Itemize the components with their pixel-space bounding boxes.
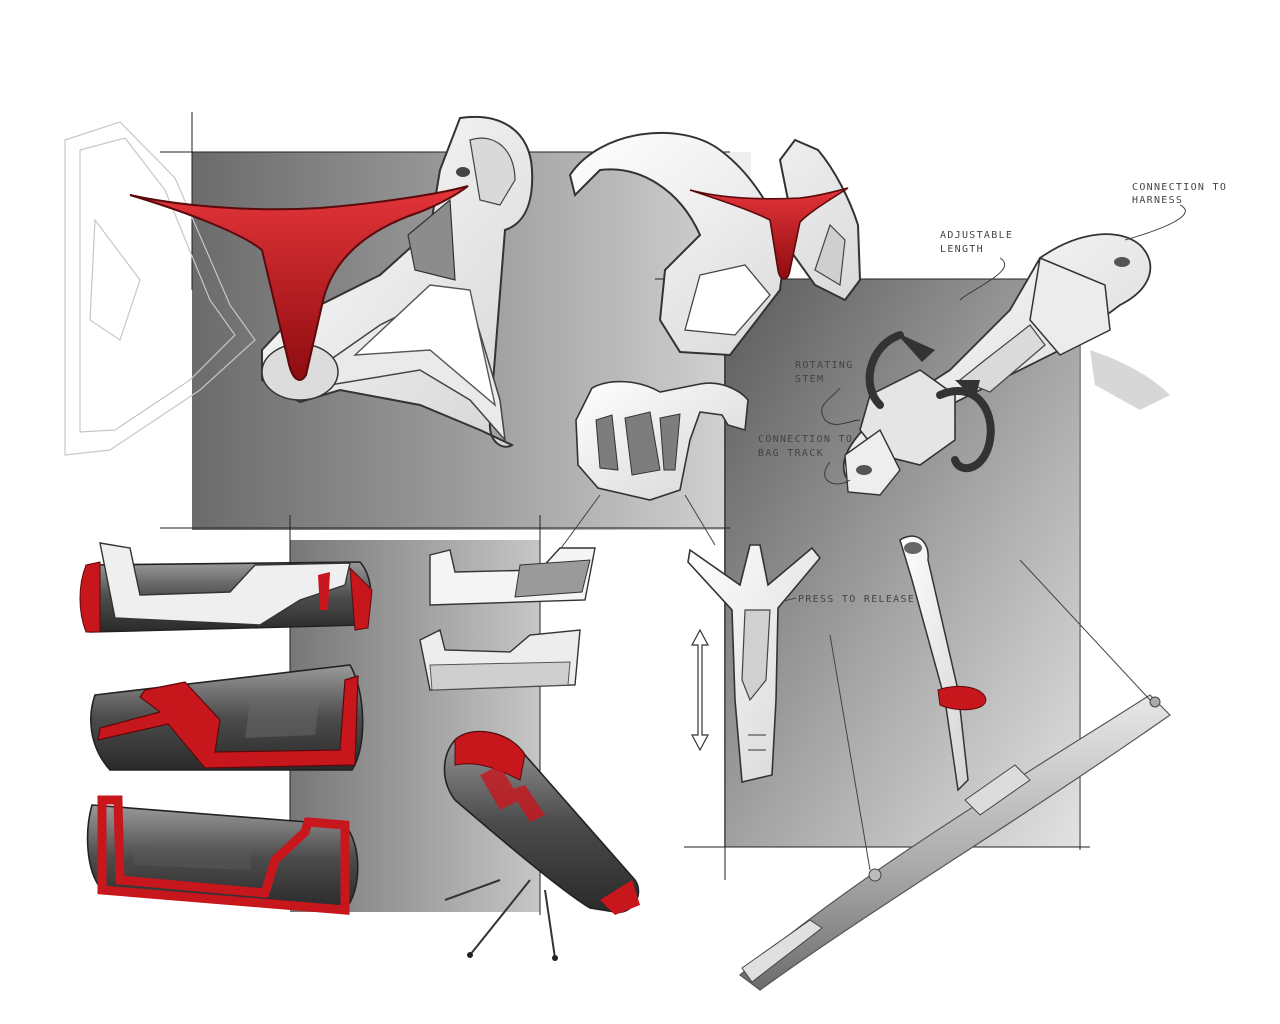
red-t-emblem	[129, 185, 469, 381]
frame-render-2	[568, 131, 862, 357]
clip-views	[419, 547, 596, 691]
bag-track-sketch	[739, 535, 1171, 991]
label-rotating-stem-2: stem	[795, 374, 824, 385]
bag-sketch	[443, 730, 640, 961]
grip-2	[90, 664, 364, 771]
rotating-connector-render	[842, 233, 1170, 496]
label-connection-to-harness-2: harness	[1132, 195, 1183, 206]
label-adjustable-length-2: length	[940, 244, 984, 255]
grip-3	[86, 795, 359, 915]
hero-frame-render	[129, 115, 534, 448]
red-t-emblem-small	[689, 187, 849, 280]
label-connection-to-bag-track-2: bag track	[758, 448, 824, 459]
panel-right	[724, 279, 1079, 847]
label-adjustable-length-1: Adjustable	[940, 230, 1013, 241]
label-connection-to-harness-1: Connection to	[1132, 182, 1227, 193]
grip-sketches	[79, 542, 373, 915]
release-latch-sketch	[687, 544, 822, 783]
annotation-group: Connection to harness Adjustable length …	[758, 182, 1227, 605]
label-press-to-release: Press to release	[798, 594, 915, 605]
clip-detail-sketch	[544, 380, 749, 571]
label-connection-to-bag-track-1: Connection to	[758, 434, 853, 445]
label-rotating-stem-1: Rotating	[795, 360, 854, 371]
ghost-frame-sketch	[64, 121, 256, 456]
grip-1	[79, 542, 373, 633]
